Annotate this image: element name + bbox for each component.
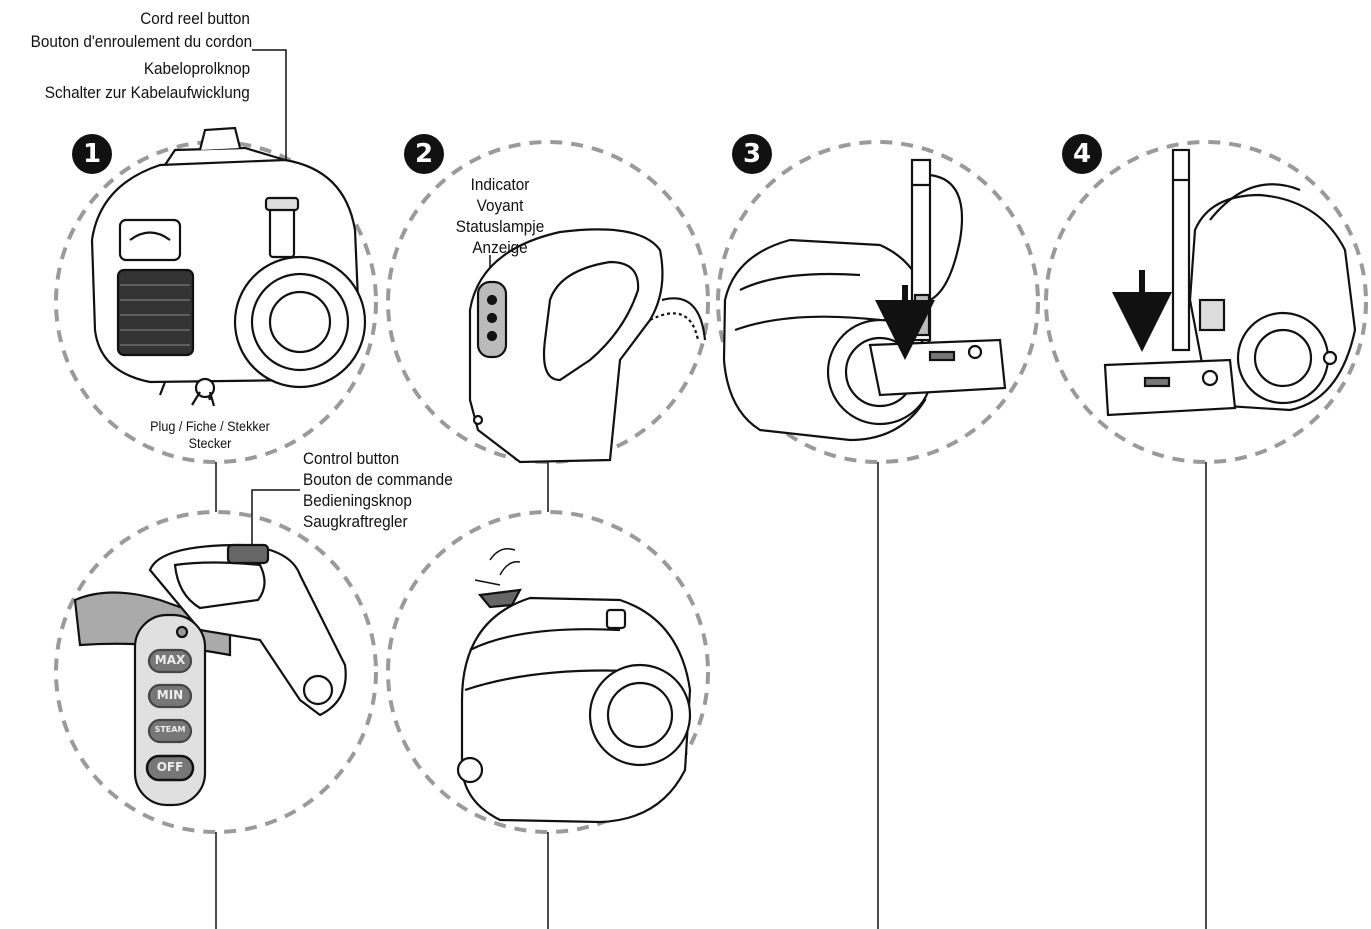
plug-label-1: Plug / Fiche / Stekker (150, 418, 270, 434)
indicator-label-fr: Voyant (476, 196, 524, 215)
step4-circle (1044, 140, 1368, 464)
off-button-label: OFF (156, 760, 184, 774)
control-circle (54, 510, 378, 834)
control-label-en: Control button (303, 449, 400, 468)
vacuum-parked-front (722, 158, 1007, 442)
indicator-label-en: Indicator (470, 175, 530, 194)
indicator-label-nl: Statuslampje (455, 217, 545, 236)
step-2-badge: 2 (404, 134, 444, 174)
cord-reel-label-de: Schalter zur Kabelaufwicklung (45, 83, 250, 102)
plug-label-2: Stecker (188, 435, 232, 451)
cord-reel-label-en: Cord reel button (140, 9, 250, 28)
step3-circle (716, 140, 1040, 464)
control-label-fr: Bouton de commande (303, 470, 453, 489)
step-4-badge: 4 (1062, 134, 1102, 174)
signal-circle (386, 510, 710, 834)
vacuum-canister-1 (90, 126, 367, 407)
min-button-label: MIN (156, 688, 184, 702)
step-1-badge: 1 (72, 134, 112, 174)
vacuum-signal (456, 548, 692, 824)
step1-circle (54, 140, 378, 464)
indicator-label-de: Anzeige (472, 238, 528, 257)
max-button-label: MAX (154, 653, 186, 667)
control-handle (73, 543, 347, 807)
step2-circle (386, 140, 710, 464)
control-label-de: Saugkraftregler (303, 512, 408, 531)
step-3-badge: 3 (732, 134, 772, 174)
vacuum-parked-side (1103, 148, 1357, 417)
cord-reel-label-nl: Kabeloprolknop (143, 59, 250, 78)
cord-reel-label-fr: Bouton d'enroulement du cordon (30, 32, 252, 51)
steam-button-label: STEAM (154, 725, 186, 734)
control-label-nl: Bedieningsknop (303, 491, 412, 510)
handle-indicator (468, 228, 707, 464)
